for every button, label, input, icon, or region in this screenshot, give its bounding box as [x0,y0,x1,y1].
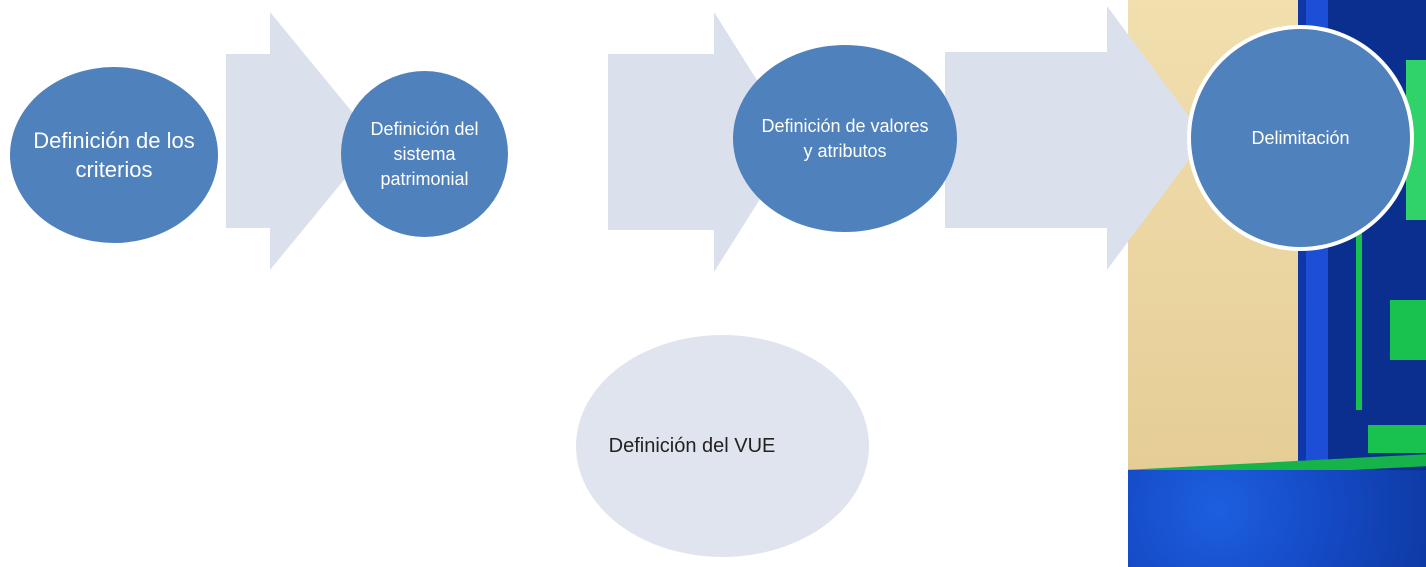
step-label-1: Definición de los criterios [33,128,195,182]
step-circle-1: Definición de los criterios [10,67,218,243]
step-label-2: Definición del sistema patrimonial [370,118,479,189]
arrow-1 [226,12,376,270]
step-circle-2: Definición del sistema patrimonial [341,71,508,237]
step-label-3: Definición de valores y atributos [761,115,929,161]
photo-blue-floor [1128,470,1426,567]
step-circle-4: Delimitación [1187,25,1414,251]
photo-green-bar [1356,230,1362,410]
arrow-3 [945,6,1205,270]
photo-green-panel [1390,300,1426,360]
detached-label: Definición del VUE [608,434,776,457]
photo-green-strip [1406,60,1426,220]
step-label-4: Delimitación [1251,127,1350,148]
arrow-2 [608,12,796,272]
step-circle-3: Definición de valores y atributos [733,45,957,232]
detached-circle: Definición del VUE [576,335,869,557]
photo-green-panel-lower [1368,425,1426,453]
